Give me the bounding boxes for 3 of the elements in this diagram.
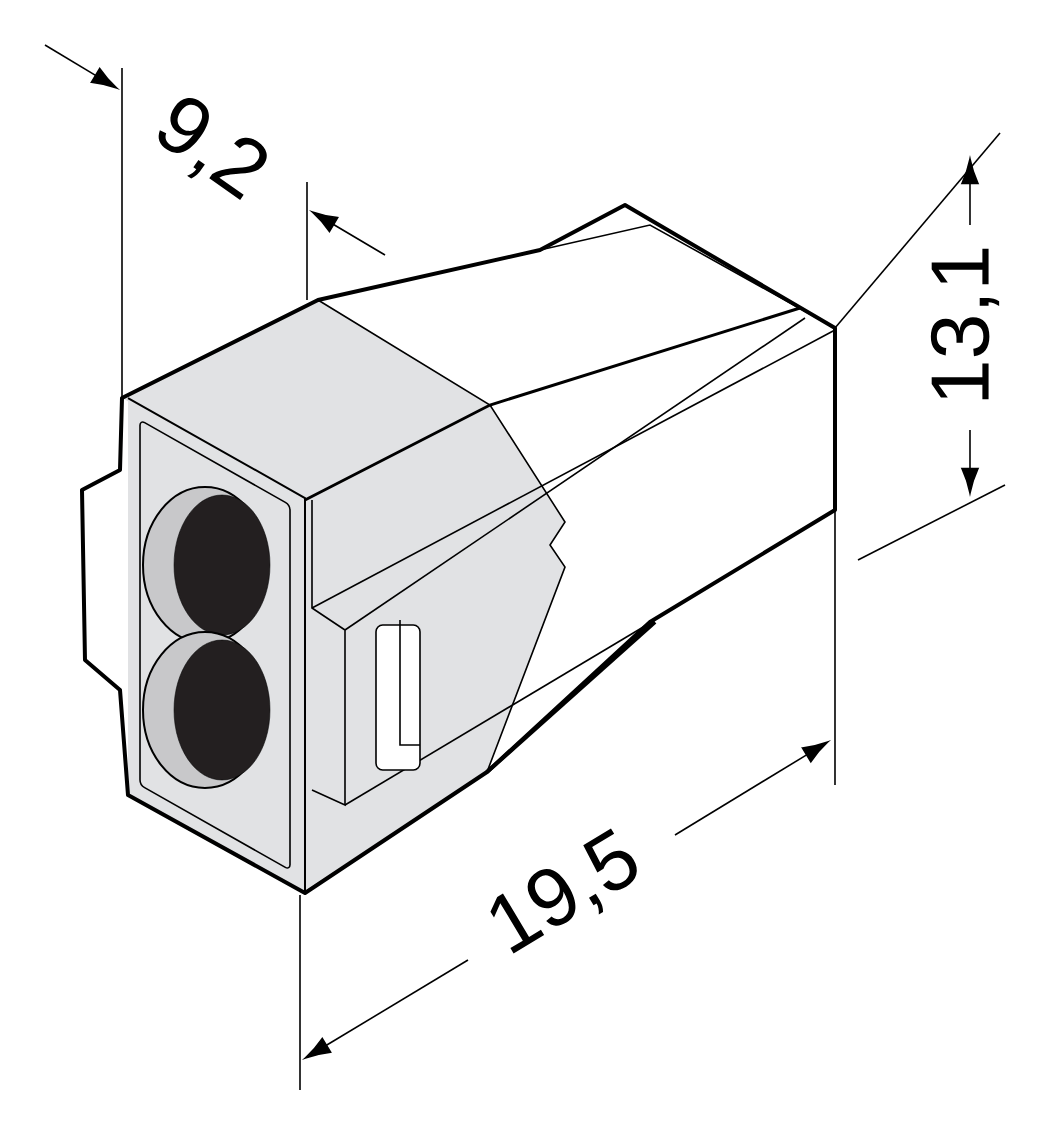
dimension-label: 19,5 [490,828,637,954]
dimension-label: 9,2 [158,98,267,200]
dimension-label: 13,1 [930,248,1000,400]
